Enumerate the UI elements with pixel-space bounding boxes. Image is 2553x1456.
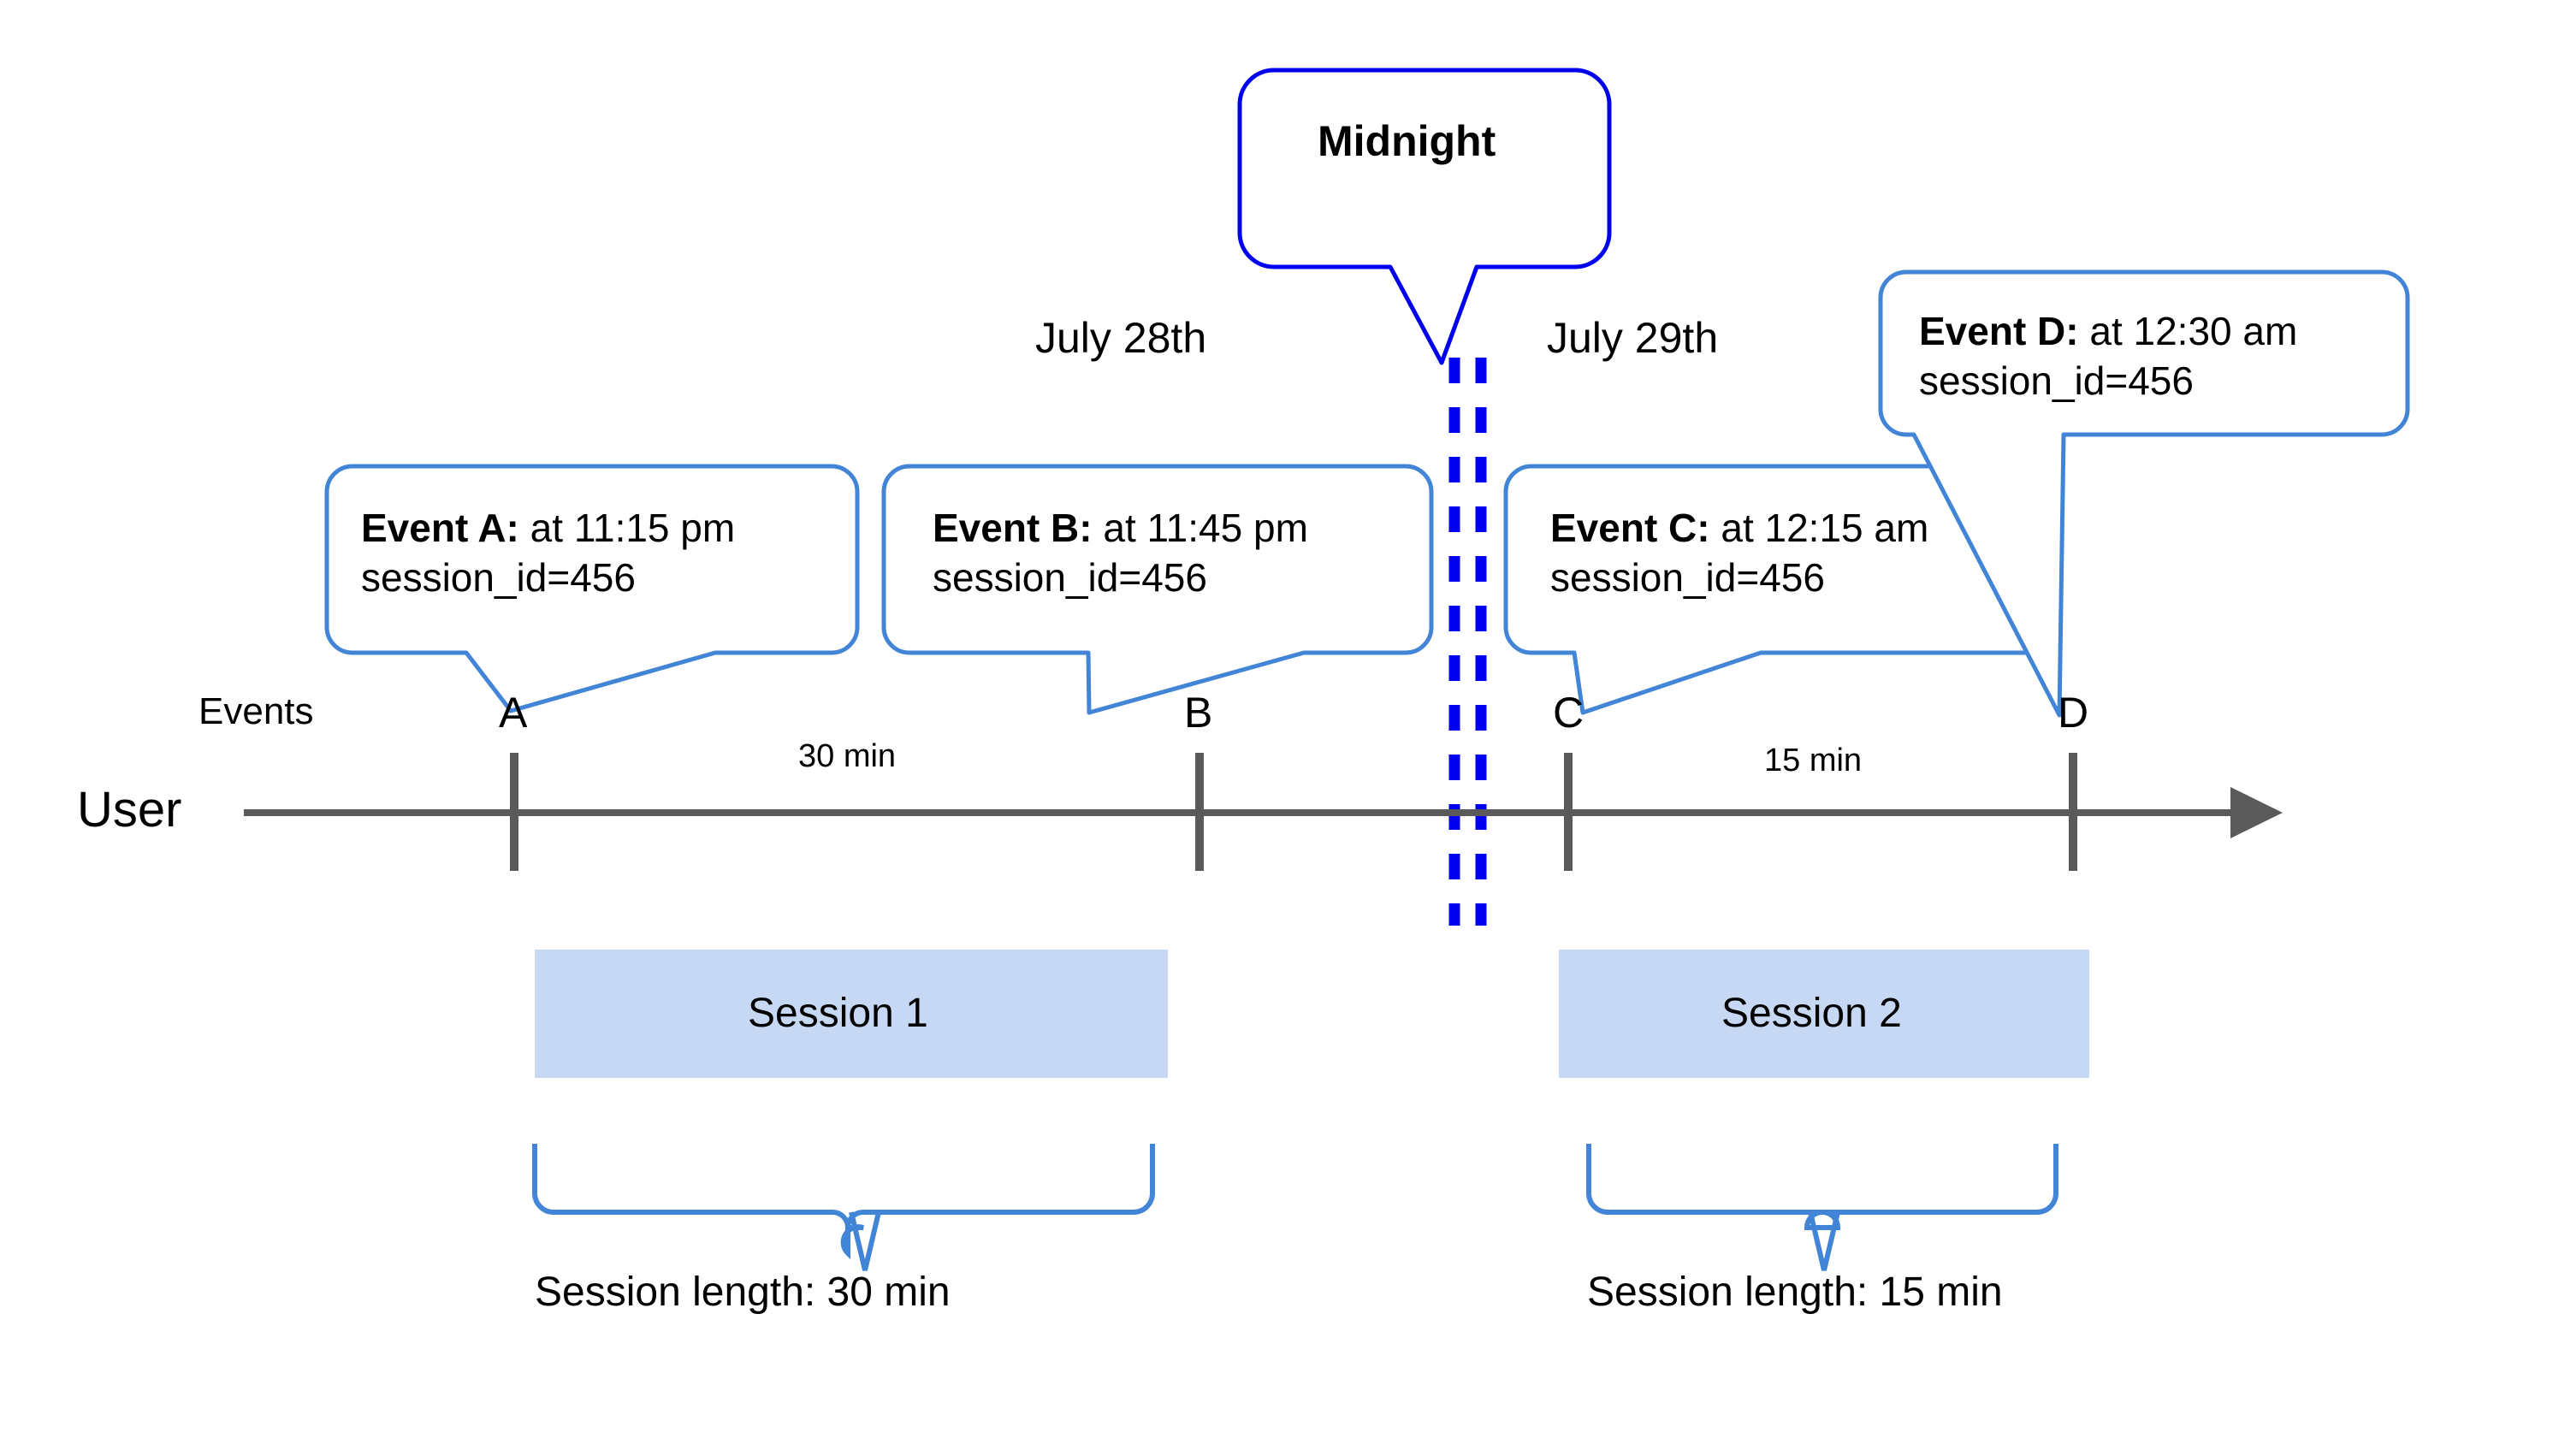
events-row-label: Events — [198, 690, 314, 732]
session-bars — [535, 950, 2089, 1078]
midnight-dashed-lines — [1448, 358, 1487, 926]
date-label-july-28: July 28th — [1035, 314, 1207, 362]
event-d-callout-shape — [1878, 269, 2410, 718]
session-2-brace — [1586, 1144, 2058, 1230]
event-d-callout-text: Event D: at 12:30 am session_id=456 — [1919, 306, 2297, 405]
session-2-length-label: Session length: 15 min — [1587, 1270, 2003, 1315]
event-b-rest: at 11:45 pm — [1092, 506, 1308, 550]
tick-label-c: C — [1553, 689, 1585, 737]
midnight-label: Midnight — [1318, 117, 1496, 165]
event-d-bold: Event D: — [1919, 309, 2079, 353]
event-d-rest: at 12:30 am — [2078, 309, 2298, 353]
event-c-rest: at 12:15 am — [1709, 506, 1929, 550]
tick-label-b: B — [1184, 689, 1213, 737]
session-1-label: Session 1 — [748, 991, 928, 1036]
event-c-line2: session_id=456 — [1550, 555, 1825, 600]
event-c-bold: Event C: — [1550, 506, 1710, 550]
session-1-brace-mid — [849, 1211, 881, 1271]
session-1-brace — [532, 1144, 1155, 1260]
event-a-line2: session_id=456 — [361, 555, 636, 600]
tick-label-d: D — [2058, 689, 2089, 737]
event-a-bold: Event A: — [361, 506, 519, 550]
event-c-callout-text: Event C: at 12:15 am session_id=456 — [1550, 503, 1928, 602]
event-b-line2: session_id=456 — [933, 555, 1207, 600]
event-a-callout-text: Event A: at 11:15 pm session_id=456 — [361, 503, 735, 602]
tick-label-a: A — [499, 689, 528, 737]
date-label-july-29: July 29th — [1547, 314, 1719, 362]
midnight-callout-shape — [1237, 68, 1612, 365]
session-1-bar — [535, 950, 1168, 1078]
user-row-label: User — [77, 782, 182, 837]
session-2-bar — [1559, 950, 2089, 1078]
event-a-rest: at 11:15 pm — [518, 506, 736, 550]
session-braces — [532, 1144, 2058, 1271]
duration-label-30min: 30 min — [798, 738, 897, 774]
event-b-callout-shape — [881, 464, 1434, 715]
event-a-callout-shape — [324, 464, 860, 713]
session-1-length-label: Session length: 30 min — [535, 1270, 951, 1315]
timeline-ticks — [510, 753, 2077, 871]
session-2-brace-mid — [1808, 1211, 1840, 1271]
session-2-label: Session 2 — [1721, 991, 1902, 1036]
event-b-bold: Event B: — [933, 506, 1093, 550]
timeline-axis — [244, 787, 2283, 838]
duration-label-15min: 15 min — [1764, 743, 1863, 778]
event-b-callout-text: Event B: at 11:45 pm session_id=456 — [933, 503, 1308, 602]
event-d-line2: session_id=456 — [1919, 358, 2194, 403]
